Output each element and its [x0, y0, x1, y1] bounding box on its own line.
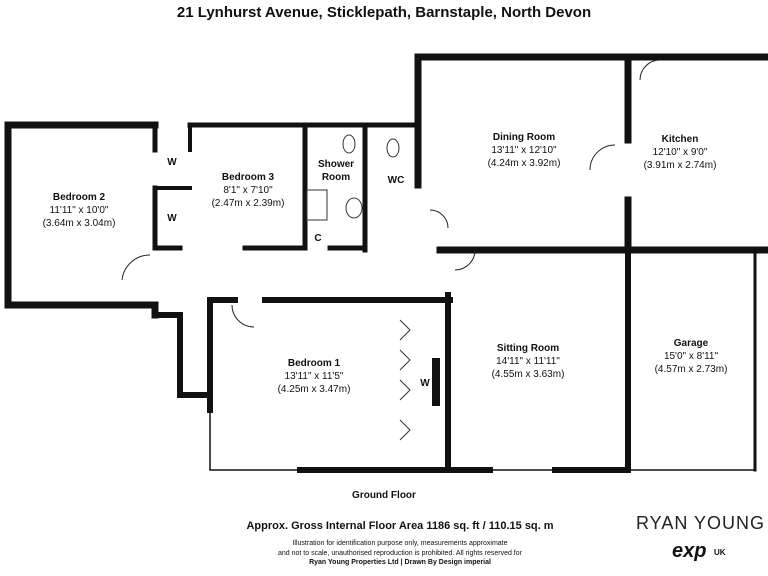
basin-icon — [345, 197, 363, 219]
toilet-icon — [342, 134, 356, 154]
wardrobe-walls — [153, 123, 192, 190]
cupboard-label: C — [314, 233, 321, 244]
door-arc — [121, 254, 151, 281]
wardrobe-label: W — [167, 157, 177, 168]
credits: Ryan Young Properties Ltd | Drawn By Des… — [0, 559, 768, 566]
garage-imperial: 15'0" x 8'11" — [664, 351, 719, 362]
door-arc — [454, 249, 476, 271]
dining-name: Dining Room — [493, 132, 555, 143]
bedroom2-metric: (3.64m x 3.04m) — [43, 218, 116, 229]
wardrobe-label: W — [167, 213, 177, 224]
wardrobe-bar — [432, 358, 440, 406]
sitting-name: Sitting Room — [497, 343, 559, 354]
dining-walls — [414, 53, 768, 254]
door-arc — [231, 304, 255, 328]
gross-area: Approx. Gross Internal Floor Area 1186 s… — [246, 520, 554, 532]
page-title: 21 Lynhurst Avenue, Sticklepath, Barnsta… — [176, 4, 592, 21]
shower-name-1: Shower — [318, 159, 354, 170]
garage-metric: (4.57m x 2.73m) — [655, 364, 728, 375]
floor-label: Ground Floor — [352, 490, 416, 501]
kitchen-imperial: 12'10" x 9'0" — [653, 147, 708, 158]
hall-walls — [152, 297, 213, 413]
country-label: UK — [714, 548, 726, 557]
disclaimer-line-1: Illustration for identification purpose … — [292, 540, 508, 547]
credits-separator: | — [400, 559, 403, 566]
bedroom3-imperial: 8'1" x 7'10" — [223, 185, 273, 196]
kitchen-name: Kitchen — [662, 134, 699, 145]
credits-left: Ryan Young Properties Ltd — [309, 559, 399, 566]
door-arc — [589, 144, 616, 171]
bedroom2-imperial: 11'11" x 10'0" — [50, 205, 109, 216]
credits-right: Drawn By Design imperial — [404, 559, 491, 566]
door-arc — [639, 59, 661, 81]
disclaimer-line-2: and not to scale, unauthorised reproduct… — [278, 550, 522, 557]
sitting-walls — [552, 247, 631, 473]
wardrobe-doors — [399, 319, 411, 441]
bedroom2-name: Bedroom 2 — [53, 192, 106, 203]
sitting-metric: (4.55m x 3.63m) — [492, 369, 565, 380]
kitchen-metric: (3.91m x 2.74m) — [644, 160, 717, 171]
dining-metric: (4.24m x 3.92m) — [488, 158, 561, 169]
brand-logo: RYAN YOUNG — [636, 513, 766, 533]
shower-tray — [306, 189, 328, 221]
exp-logo: exp — [672, 540, 707, 562]
door-arc — [429, 209, 449, 229]
wc-name: WC — [388, 175, 405, 186]
shower-walls — [302, 122, 421, 253]
sitting-imperial: 14'11" x 11'11" — [496, 356, 560, 367]
bedroom1-walls — [207, 292, 493, 473]
bedroom3-walls — [152, 122, 308, 251]
disclaimer: Illustration for identification purpose … — [0, 539, 768, 559]
floor-plan: Bedroom 2 11'11" x 10'0" (3.64m x 3.04m)… — [4, 53, 768, 473]
windows — [209, 56, 766, 471]
bedroom1-metric: (4.25m x 3.47m) — [278, 384, 351, 395]
shower-name-2: Room — [322, 172, 350, 183]
bedroom3-metric: (2.47m x 2.39m) — [212, 198, 285, 209]
bedroom3-name: Bedroom 3 — [222, 172, 275, 183]
bedroom1-name: Bedroom 1 — [288, 358, 341, 369]
wardrobe-label: W — [420, 378, 430, 389]
toilet-icon — [386, 138, 400, 158]
garage-name: Garage — [674, 338, 709, 349]
dining-imperial: 13'11" x 12'10" — [491, 145, 557, 156]
bedroom1-imperial: 13'11" x 11'5" — [285, 371, 344, 382]
